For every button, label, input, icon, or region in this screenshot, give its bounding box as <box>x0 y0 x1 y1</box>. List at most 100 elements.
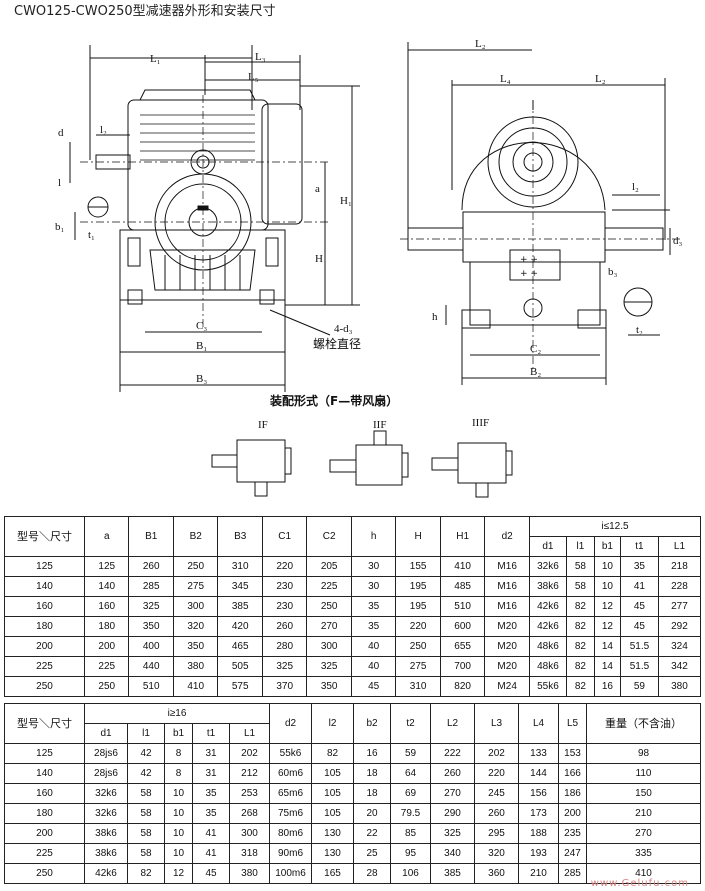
table2-cell: 268 <box>229 803 270 824</box>
table1-cell: 465 <box>217 636 263 657</box>
label-t2: t₂ <box>636 324 643 336</box>
table1-cell: M16 <box>484 576 530 597</box>
table1-cell: 220 <box>395 616 441 637</box>
table1-cell: 250 <box>306 596 352 617</box>
table2-model-cell: 140 <box>4 763 85 784</box>
table2-cell: 41 <box>192 823 230 844</box>
table2-cell: 285 <box>558 863 587 884</box>
label-L4: L₄ <box>500 73 511 85</box>
dimension-table-2: 型号＼尺寸 i≥16 d2 l2 b2 t2 L2 L3 L4 L5 重量（不含… <box>4 703 701 884</box>
watermark: www.Gelufu.com <box>590 878 689 889</box>
table2-cell: 55k6 <box>269 743 312 764</box>
table2-header: L4 <box>518 703 559 744</box>
svg-text:+ +: + + <box>520 255 538 265</box>
table2-cell: 20 <box>353 803 391 824</box>
table1-cell: 325 <box>261 656 308 677</box>
table1-cell: 48k6 <box>528 656 567 677</box>
table2-cell: 325 <box>430 823 475 844</box>
table2-cell: 31 <box>192 743 230 764</box>
table2-cell: 253 <box>229 783 270 804</box>
table2-cell: 42 <box>127 763 165 784</box>
table1-cell: 82 <box>565 656 595 677</box>
table2-cell: 212 <box>229 763 270 784</box>
table1-model-cell: 200 <box>4 636 85 657</box>
table1-cell: 505 <box>217 656 263 677</box>
table2-cell: 58 <box>127 803 165 824</box>
label-4-d3: 4-d₃ <box>334 323 353 335</box>
table2-cell: 153 <box>558 743 587 764</box>
label-l: l <box>58 177 61 189</box>
table2-model-cell: 125 <box>4 743 85 764</box>
table1-cell: 12 <box>593 616 621 637</box>
table1-cell: 230 <box>261 596 308 617</box>
table1-cell: 275 <box>172 576 219 597</box>
table1-cell: 510 <box>128 676 174 697</box>
label-C3: C₃ <box>196 320 207 332</box>
table2-cell: 18 <box>353 763 391 784</box>
reducer-drawing: L₁ L₃ L₅ l₂ d l b₁ t₁ a H₁ H C₃ 4-d₃ 螺栓直… <box>55 38 683 498</box>
table1-cell: 41 <box>619 576 659 597</box>
table2-subheader: b1 <box>164 723 193 744</box>
table1-cell: 16 <box>593 676 621 697</box>
table2-cell: 85 <box>390 823 431 844</box>
table2-header: d2 <box>269 703 312 744</box>
table2-cell: 60m6 <box>269 763 312 784</box>
table1-cell: 655 <box>439 636 486 657</box>
table1-cell: 45 <box>350 676 397 697</box>
table1-cell: 270 <box>306 616 352 637</box>
table2-cell: 110 <box>586 763 701 784</box>
table2-cell: 166 <box>558 763 587 784</box>
table2-cell: 210 <box>518 863 559 884</box>
table1-cell: 82 <box>565 596 595 617</box>
table1-header: B1 <box>128 516 174 557</box>
table1-cell: 250 <box>83 676 130 697</box>
table1-cell: 58 <box>565 576 595 597</box>
table2-model-cell: 180 <box>4 803 85 824</box>
table1-cell: 350 <box>306 676 352 697</box>
table2-cell: 173 <box>518 803 559 824</box>
table2-corner: 型号＼尺寸 <box>4 703 85 744</box>
assembly-IIF <box>329 430 409 486</box>
table1-cell: M16 <box>484 596 530 617</box>
table2-cell: 385 <box>430 863 475 884</box>
table1-cell: 300 <box>306 636 352 657</box>
table2-cell: 360 <box>474 863 519 884</box>
table2-cell: 105 <box>311 803 354 824</box>
label-B2: B₂ <box>530 366 541 378</box>
page-title: CWO125-CWO250型减速器外形和安装尺寸 <box>14 4 276 19</box>
table1-cell: 10 <box>593 556 621 577</box>
table1-cell: 30 <box>350 556 397 577</box>
table2-cell: 35 <box>192 783 230 804</box>
table1-header: C1 <box>261 516 308 557</box>
label-l2: l₂ <box>100 124 107 136</box>
label-b1: b₁ <box>55 221 65 233</box>
table2-cell: 300 <box>229 823 270 844</box>
table2-cell: 22 <box>353 823 391 844</box>
table2-cell: 35 <box>192 803 230 824</box>
label-a: a <box>315 183 320 195</box>
table1-cell: 310 <box>217 556 263 577</box>
table1-model-cell: 125 <box>4 556 85 577</box>
table1-cell: 195 <box>395 576 441 597</box>
table1-cell: 325 <box>306 656 352 677</box>
table2-cell: 69 <box>390 783 431 804</box>
table1-cell: 385 <box>217 596 263 617</box>
label-C2: C₂ <box>530 343 541 355</box>
table2-cell: 220 <box>474 763 519 784</box>
table1-cell: 82 <box>565 616 595 637</box>
table1-cell: 218 <box>657 556 702 577</box>
label-L2-right: L₂ <box>595 73 606 85</box>
table1-cell: 410 <box>172 676 219 697</box>
label-L1: L₁ <box>150 53 161 65</box>
table1-cell: 35 <box>350 616 397 637</box>
table2-cell: 290 <box>430 803 475 824</box>
table2-cell: 58 <box>127 783 165 804</box>
table2-header: L3 <box>474 703 519 744</box>
table2-cell: 270 <box>586 823 701 844</box>
table1-cell: 195 <box>395 596 441 617</box>
table1-header: d2 <box>484 516 530 557</box>
table2-cell: 82 <box>311 743 354 764</box>
